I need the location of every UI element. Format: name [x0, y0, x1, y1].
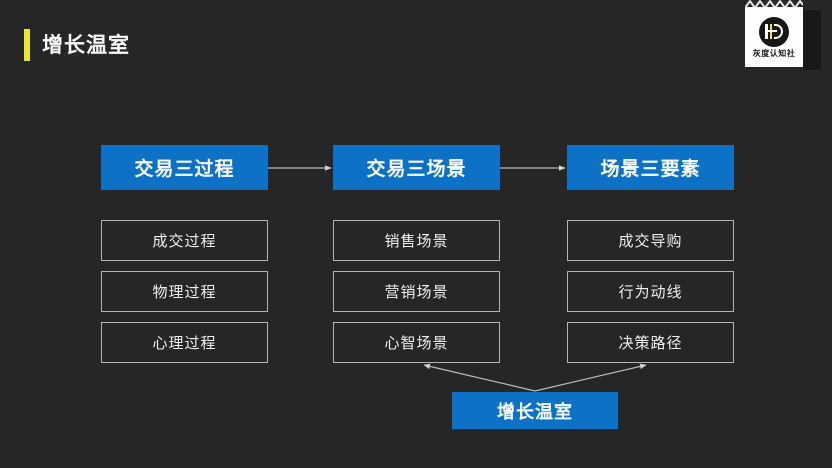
cell-col3-row1: 成交导购	[567, 220, 734, 261]
cell-col3-row2: 行为动线	[567, 271, 734, 312]
cell-col1-row1: 成交过程	[101, 220, 268, 261]
column-header-2: 交易三场景	[333, 145, 500, 190]
column-header-1: 交易三过程	[101, 145, 268, 190]
page-title-group: 增长温室	[24, 29, 130, 61]
bottom-summary-box: 增长温室	[452, 392, 618, 429]
logo-card: 灰度认知社	[745, 7, 803, 67]
arrow-bottom-to-col3	[534, 363, 647, 392]
cell-col1-row2: 物理过程	[101, 271, 268, 312]
cell-col1-row3: 心理过程	[101, 322, 268, 363]
title-accent-bar	[24, 29, 30, 61]
emblem-d-shape	[774, 24, 783, 39]
cell-col2-row1: 销售场景	[333, 220, 500, 261]
cell-col3-row3: 决策路径	[567, 322, 734, 363]
logo-shadow	[803, 10, 821, 70]
emblem-bar-cross	[768, 30, 777, 32]
cell-col2-row3: 心智场景	[333, 322, 500, 363]
cell-col2-row2: 营销场景	[333, 271, 500, 312]
page-title: 增长温室	[42, 33, 130, 57]
logo-caption: 灰度认知社	[752, 48, 796, 58]
logo-emblem-inner	[765, 24, 783, 39]
emblem-bar-left	[765, 24, 768, 39]
arrow-bottom-to-col2	[423, 363, 536, 392]
logo-emblem-icon	[759, 16, 789, 47]
column-header-3: 场景三要素	[567, 145, 734, 190]
brand-logo: 灰度认知社	[745, 0, 821, 70]
